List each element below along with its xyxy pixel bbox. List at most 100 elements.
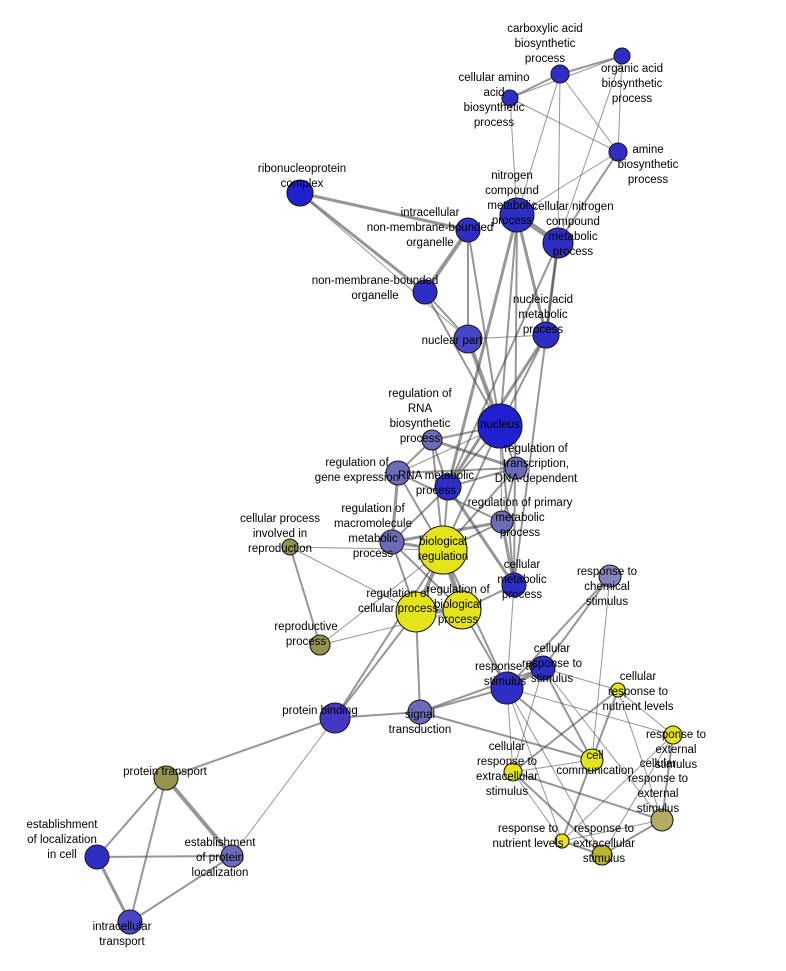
node-cellular_response_extracellular[interactable]	[503, 762, 523, 782]
edge-biological_regulation--protein_binding	[334, 549, 444, 719]
edge-protein_transport--establishment_localization_cell	[96, 777, 167, 858]
node-cell_communication[interactable]	[580, 748, 604, 772]
edge-response_stimulus--response_extracellular	[506, 687, 603, 856]
node-reg_transcription[interactable]	[504, 456, 528, 480]
node-reg_biological_process[interactable]	[442, 590, 482, 630]
node-nmbo[interactable]	[412, 279, 438, 305]
node-protein_transport[interactable]	[153, 765, 179, 791]
node-protein_binding[interactable]	[319, 702, 351, 734]
node-establishment_localization_cell[interactable]	[84, 844, 110, 870]
node-response_stimulus[interactable]	[490, 671, 524, 705]
edge-nmbo--nucleus	[424, 291, 501, 427]
edge-establishment_localization_cell--establishment_protein_localization	[96, 855, 233, 858]
node-intracellular_nmbo[interactable]	[455, 217, 481, 243]
edge-nitrogen_compound--nucleic_acid	[515, 213, 548, 337]
edge-cellular_response_stimulus--cellular_response_extracellular	[512, 667, 544, 773]
node-amine[interactable]	[608, 142, 628, 162]
edge-reg_transcription--reg_gene_expression	[397, 467, 517, 474]
edge-protein_transport--establishment_protein_localization	[164, 776, 234, 858]
edge-cellular_response_nutrient--response_external	[617, 689, 674, 736]
edge-response_stimulus--response_nutrient	[506, 687, 563, 842]
node-nucleus[interactable]	[477, 403, 523, 449]
node-reg_rna_biosynthetic[interactable]	[421, 429, 443, 451]
edge-nitrogen_compound--cellular_metabolic	[513, 214, 518, 586]
node-ribonucleoprotein[interactable]	[286, 179, 314, 207]
edge-cellular_response_extracellular--cellular_response_external	[512, 771, 663, 821]
node-response_external[interactable]	[663, 725, 683, 745]
node-reg_primary[interactable]	[490, 510, 514, 534]
edge-response_external--cellular_response_external	[661, 734, 674, 821]
node-nitrogen_compound[interactable]	[499, 197, 535, 233]
edge-cellular_process_reproduction--reproductive_process	[289, 546, 321, 646]
node-response_nutrient[interactable]	[554, 833, 570, 849]
edge-cellular_nitrogen--cellular_metabolic	[513, 242, 559, 586]
label-nuclear_part: nuclear part	[422, 335, 484, 347]
node-cellular_response_external[interactable]	[650, 808, 674, 832]
node-cellular_response_stimulus[interactable]	[530, 655, 556, 681]
node-cellular_nitrogen[interactable]	[542, 227, 574, 259]
edge-reproductive_process--biological_regulation	[319, 549, 444, 646]
edge-protein_transport--intracellular_transport	[129, 777, 167, 923]
edge-cellular_metabolic--response_stimulus	[506, 584, 515, 689]
node-organic[interactable]	[613, 47, 631, 65]
node-biological_regulation[interactable]	[418, 525, 468, 575]
node-signal_transduction[interactable]	[407, 699, 433, 725]
node-carboxylic[interactable]	[550, 64, 570, 84]
node-cellular_amino[interactable]	[501, 89, 519, 107]
edge-cellular_nitrogen--rna_metabolic	[447, 242, 559, 488]
node-cellular_metabolic[interactable]	[501, 572, 527, 598]
edge-response_extracellular--cellular_response_external	[601, 819, 663, 856]
edge-cellular_response_stimulus--cell_communication	[542, 667, 593, 761]
edge-ribonucleoprotein--nuclear_part	[299, 192, 469, 340]
edge-ribonucleoprotein--intracellular_nmbo	[298, 191, 470, 232]
node-cellular_response_nutrient[interactable]	[610, 682, 626, 698]
label-protein_transport: protein transport	[123, 766, 208, 778]
edge-response_stimulus--cell_communication	[506, 687, 593, 761]
node-establishment_protein_localization[interactable]	[220, 844, 244, 868]
edge-carboxylic--nitrogen_compound	[516, 73, 561, 216]
node-reg_macromolecule[interactable]	[379, 529, 405, 555]
edge-protein_binding--protein_transport	[165, 717, 336, 779]
node-rna_metabolic[interactable]	[434, 473, 462, 501]
edge-cellular_response_stimulus--cellular_response_nutrient	[542, 667, 619, 691]
edge-cellular_response_nutrient--cellular_response_external	[617, 689, 663, 821]
edge-reg_cellular_process--protein_binding	[334, 611, 417, 719]
node-nuclear_part[interactable]	[453, 324, 483, 354]
edge-cellular_response_extracellular--response_extracellular	[512, 771, 603, 856]
node-reg_gene_expression[interactable]	[385, 460, 411, 486]
node-response_chemical[interactable]	[598, 564, 622, 588]
node-cellular_process_reproduction[interactable]	[281, 538, 299, 556]
node-reproductive_process[interactable]	[309, 634, 331, 656]
edge-response_chemical--cell_communication	[591, 575, 611, 761]
edge-cellular_amino--nitrogen_compound	[509, 97, 518, 216]
node-reg_cellular_process[interactable]	[395, 591, 437, 633]
edge-response_nutrient--cellular_response_external	[561, 819, 663, 842]
node-intracellular_transport[interactable]	[117, 909, 143, 935]
node-nucleic_acid[interactable]	[532, 321, 560, 349]
edge-cellular_process_reproduction--reg_cellular_process	[289, 546, 417, 613]
edge-cellular_amino--amine	[509, 97, 619, 153]
edge-amine--nitrogen_compound	[516, 151, 619, 216]
node-response_extracellular[interactable]	[591, 844, 613, 866]
